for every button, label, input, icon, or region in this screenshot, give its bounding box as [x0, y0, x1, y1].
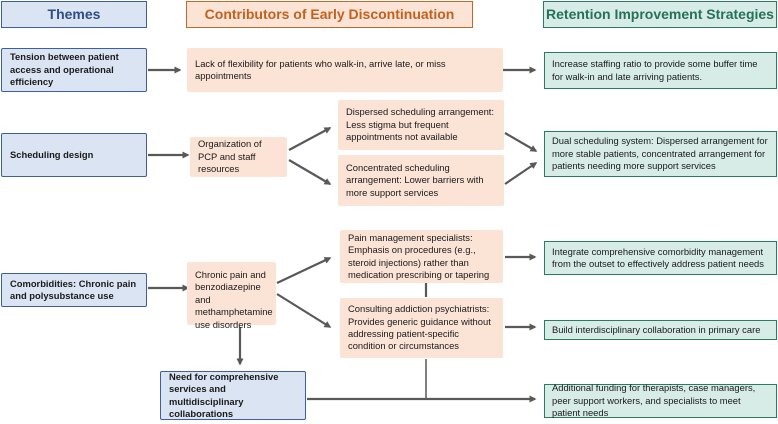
contrib-flexibility: Lack of flexibility for patients who wal… — [187, 48, 503, 92]
themes-header: Themes — [1, 1, 147, 28]
theme-comprehensive: Need for comprehensive services and mult… — [160, 371, 306, 420]
contrib-dispersed: Dispersed scheduling arrangement: Less s… — [338, 100, 504, 150]
arrow-organization-to-concentrated — [288, 159, 332, 185]
arrow-chronic-pain-to-addiction-psych — [276, 293, 332, 328]
theme-scheduling: Scheduling design — [1, 133, 147, 177]
strategy-staffing: Increase staffing ratio to provide some … — [544, 52, 777, 89]
contrib-chronic-pain: Chronic pain and benzodiazepine and meth… — [187, 262, 276, 330]
strategy-dual: Dual scheduling system: Dispersed arrang… — [544, 131, 777, 177]
arrow-concentrated-to-dual — [504, 162, 538, 185]
strategy-funding: Additional funding for therapists, case … — [544, 382, 777, 418]
arrow-organization-to-dispersed — [288, 127, 332, 151]
contrib-addiction-psych: Consulting addiction psychiatrists: Prov… — [340, 298, 503, 358]
strategies-header: Retention Improvement Strategies — [543, 1, 777, 28]
strategy-interdisciplinary: Build interdisciplinary collaboration in… — [544, 320, 777, 340]
contrib-pain-specialists: Pain management specialists: Emphasis on… — [340, 230, 503, 283]
contrib-organization: Organization of PCP and staff resources — [190, 137, 287, 177]
theme-tension: Tension between patient access and opera… — [1, 48, 147, 92]
arrow-dispersed-to-dual — [504, 132, 538, 152]
arrow-chronic-pain-to-pain-specialists — [276, 257, 332, 284]
contrib-concentrated: Concentrated scheduling arrangement: Low… — [338, 155, 504, 206]
theme-comorbidities: Comorbidities: Chronic pain and polysubs… — [1, 273, 147, 307]
contributors-header: Contributors of Early Discontinuation — [186, 1, 473, 28]
strategy-integrate: Integrate comprehensive comorbidity mana… — [544, 241, 777, 275]
